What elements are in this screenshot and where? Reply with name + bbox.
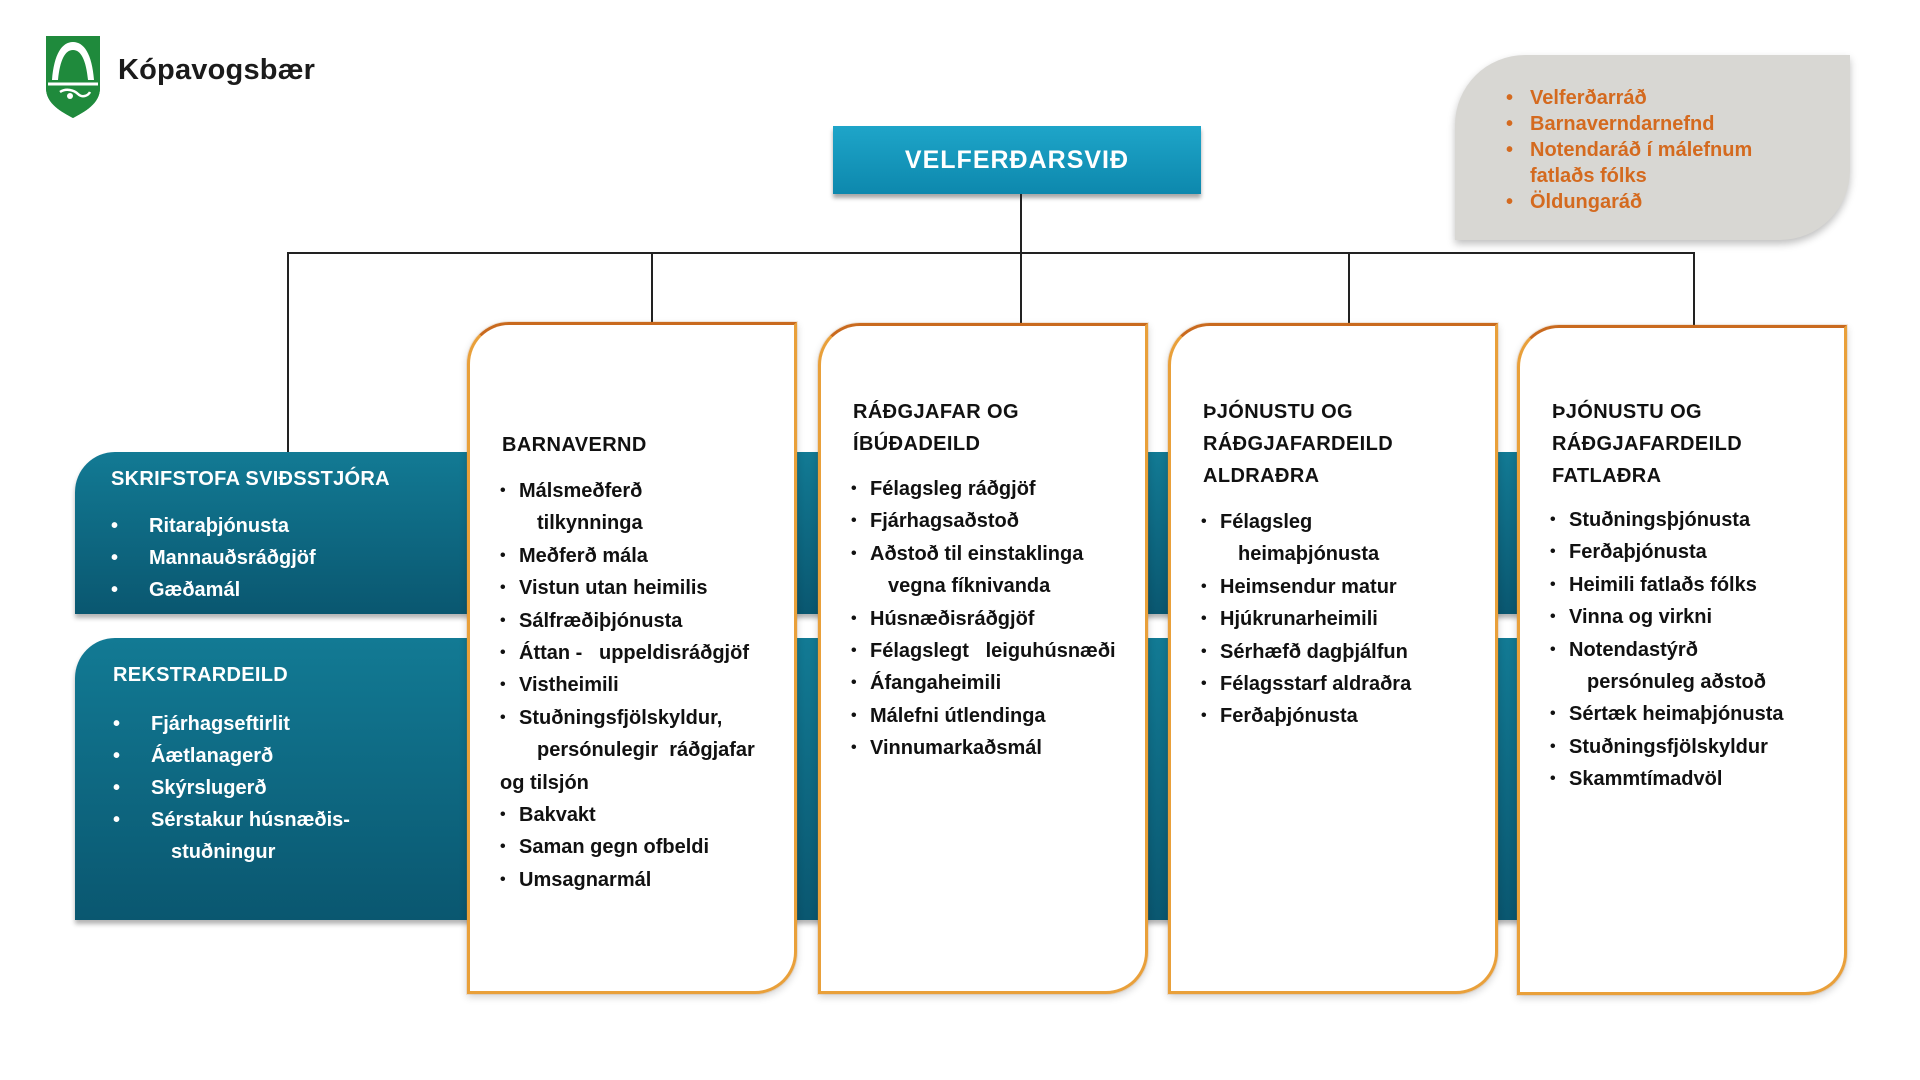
- child-item: Bakvakt: [500, 799, 788, 832]
- connector-line: [287, 252, 1694, 254]
- office-item: Ritaraþjónusta: [111, 510, 316, 542]
- operations-item: Áætlanagerð: [113, 740, 350, 772]
- child-item: Meðferð mála: [500, 540, 788, 573]
- counseling-housing-title: RÁÐGJAFAR OG ÍBÚÐADEILD: [853, 401, 1019, 455]
- counsel-item: Áfangaheimili: [851, 667, 1139, 700]
- disability-item: Vinna og virkni: [1550, 601, 1838, 634]
- disability-item: Stuðningsfjölskyldur: [1550, 731, 1838, 764]
- operations-item: Skýrslugerð: [113, 772, 350, 804]
- connector-line: [1020, 194, 1022, 252]
- counseling-housing-list: Félagsleg ráðgjöf Fjárhagsaðstoð Aðstoð …: [851, 473, 1139, 765]
- operations-list: Fjárhagseftirlit Áætlanagerð Skýrslugerð…: [113, 708, 350, 868]
- connector-line: [651, 252, 653, 322]
- counsel-item: Húsnæðisráðgjöf: [851, 603, 1139, 636]
- child-item: Sálfræðiþjónusta: [500, 605, 788, 638]
- disability-services-card: ÞJÓNUSTU OG RÁÐGJAFARDEILD FATLAÐRA Stuð…: [1517, 325, 1847, 995]
- elderly-item: Heimsendur matur: [1201, 571, 1489, 604]
- operations-item: Sérstakur húsnæðis-stuðningur: [113, 804, 350, 868]
- committee-item: Öldungaráð: [1506, 189, 1850, 215]
- committee-item: Velferðarráð: [1506, 85, 1850, 111]
- child-item: Vistun utan heimilis: [500, 572, 788, 605]
- disability-item: Skammtímadvöl: [1550, 763, 1838, 796]
- operations-item-continuation: stuðningur: [171, 841, 276, 863]
- elderly-item: Ferðaþjónusta: [1201, 700, 1489, 733]
- counsel-item: Fjárhagsaðstoð: [851, 505, 1139, 538]
- connector-line: [1020, 252, 1022, 323]
- counsel-item: Félagsleg ráðgjöf: [851, 473, 1139, 506]
- elderly-item: Sérhæfð dagþjálfun: [1201, 636, 1489, 669]
- committees-list: Velferðarráð Barnaverndarnefnd Notendará…: [1455, 55, 1850, 215]
- child-item-continuation: og tilsjón: [500, 771, 589, 794]
- child-item: Stuðningsfjölskyldur,persónulegir ráðgja…: [500, 702, 788, 767]
- committee-item: Notendaráð í málefnum: [1506, 137, 1850, 163]
- kopavogur-shield-logo: [46, 36, 100, 118]
- elderly-item: Hjúkrunarheimili: [1201, 603, 1489, 636]
- counsel-item: Málefni útlendinga: [851, 700, 1139, 733]
- elderly-item: Félagsstarf aldraðra: [1201, 668, 1489, 701]
- elderly-services-title: ÞJÓNUSTU OG RÁÐGJAFARDEILD ALDRAÐRA: [1203, 401, 1394, 487]
- child-item: Saman gegn ofbeldi: [500, 831, 788, 864]
- office-item: Gæðamál: [111, 574, 316, 606]
- child-item: Áttan - uppeldisráðgjöf: [500, 637, 788, 670]
- child-item: Vistheimili: [500, 669, 788, 702]
- operations-title: REKSTRARDEILD: [113, 664, 289, 686]
- committees-box: Velferðarráð Barnaverndarnefnd Notendará…: [1455, 55, 1850, 240]
- connector-line: [1348, 252, 1350, 323]
- child-item: Umsagnarmál: [500, 864, 788, 897]
- organization-name: Kópavogsbær: [118, 54, 316, 86]
- counsel-item: Félagslegt leiguhúsnæði: [851, 635, 1139, 668]
- connector-line: [1693, 252, 1695, 325]
- office-title: SKRIFSTOFA SVIÐSSTJÓRA: [111, 468, 390, 490]
- disability-services-title: ÞJÓNUSTU OG RÁÐGJAFARDEILD FATLAÐRA: [1552, 401, 1743, 487]
- elderly-services-card: ÞJÓNUSTU OG RÁÐGJAFARDEILD ALDRAÐRA Féla…: [1168, 323, 1498, 994]
- office-item: Mannauðsráðgjöf: [111, 542, 316, 574]
- counseling-housing-card: RÁÐGJAFAR OG ÍBÚÐADEILD Félagsleg ráðgjö…: [818, 323, 1148, 994]
- connector-line: [287, 252, 289, 454]
- disability-item: Stuðningsþjónusta: [1550, 504, 1838, 537]
- disability-item: Heimili fatlaðs fólks: [1550, 569, 1838, 602]
- disability-item: Ferðaþjónusta: [1550, 536, 1838, 569]
- welfare-division-box: VELFERÐARSVIÐ: [833, 126, 1201, 194]
- committee-item-continuation: fatlaðs fólks: [1530, 165, 1647, 187]
- disability-services-list: Stuðningsþjónusta Ferðaþjónusta Heimili …: [1550, 504, 1838, 796]
- disability-item: Sértæk heimaþjónusta: [1550, 698, 1838, 731]
- operations-item: Fjárhagseftirlit: [113, 708, 350, 740]
- counsel-item: Vinnumarkaðsmál: [851, 732, 1139, 765]
- child-protection-title: BARNAVERND: [502, 434, 647, 456]
- office-list: Ritaraþjónusta Mannauðsráðgjöf Gæðamál: [111, 510, 316, 606]
- committee-item: Barnaverndarnefnd: [1506, 111, 1850, 137]
